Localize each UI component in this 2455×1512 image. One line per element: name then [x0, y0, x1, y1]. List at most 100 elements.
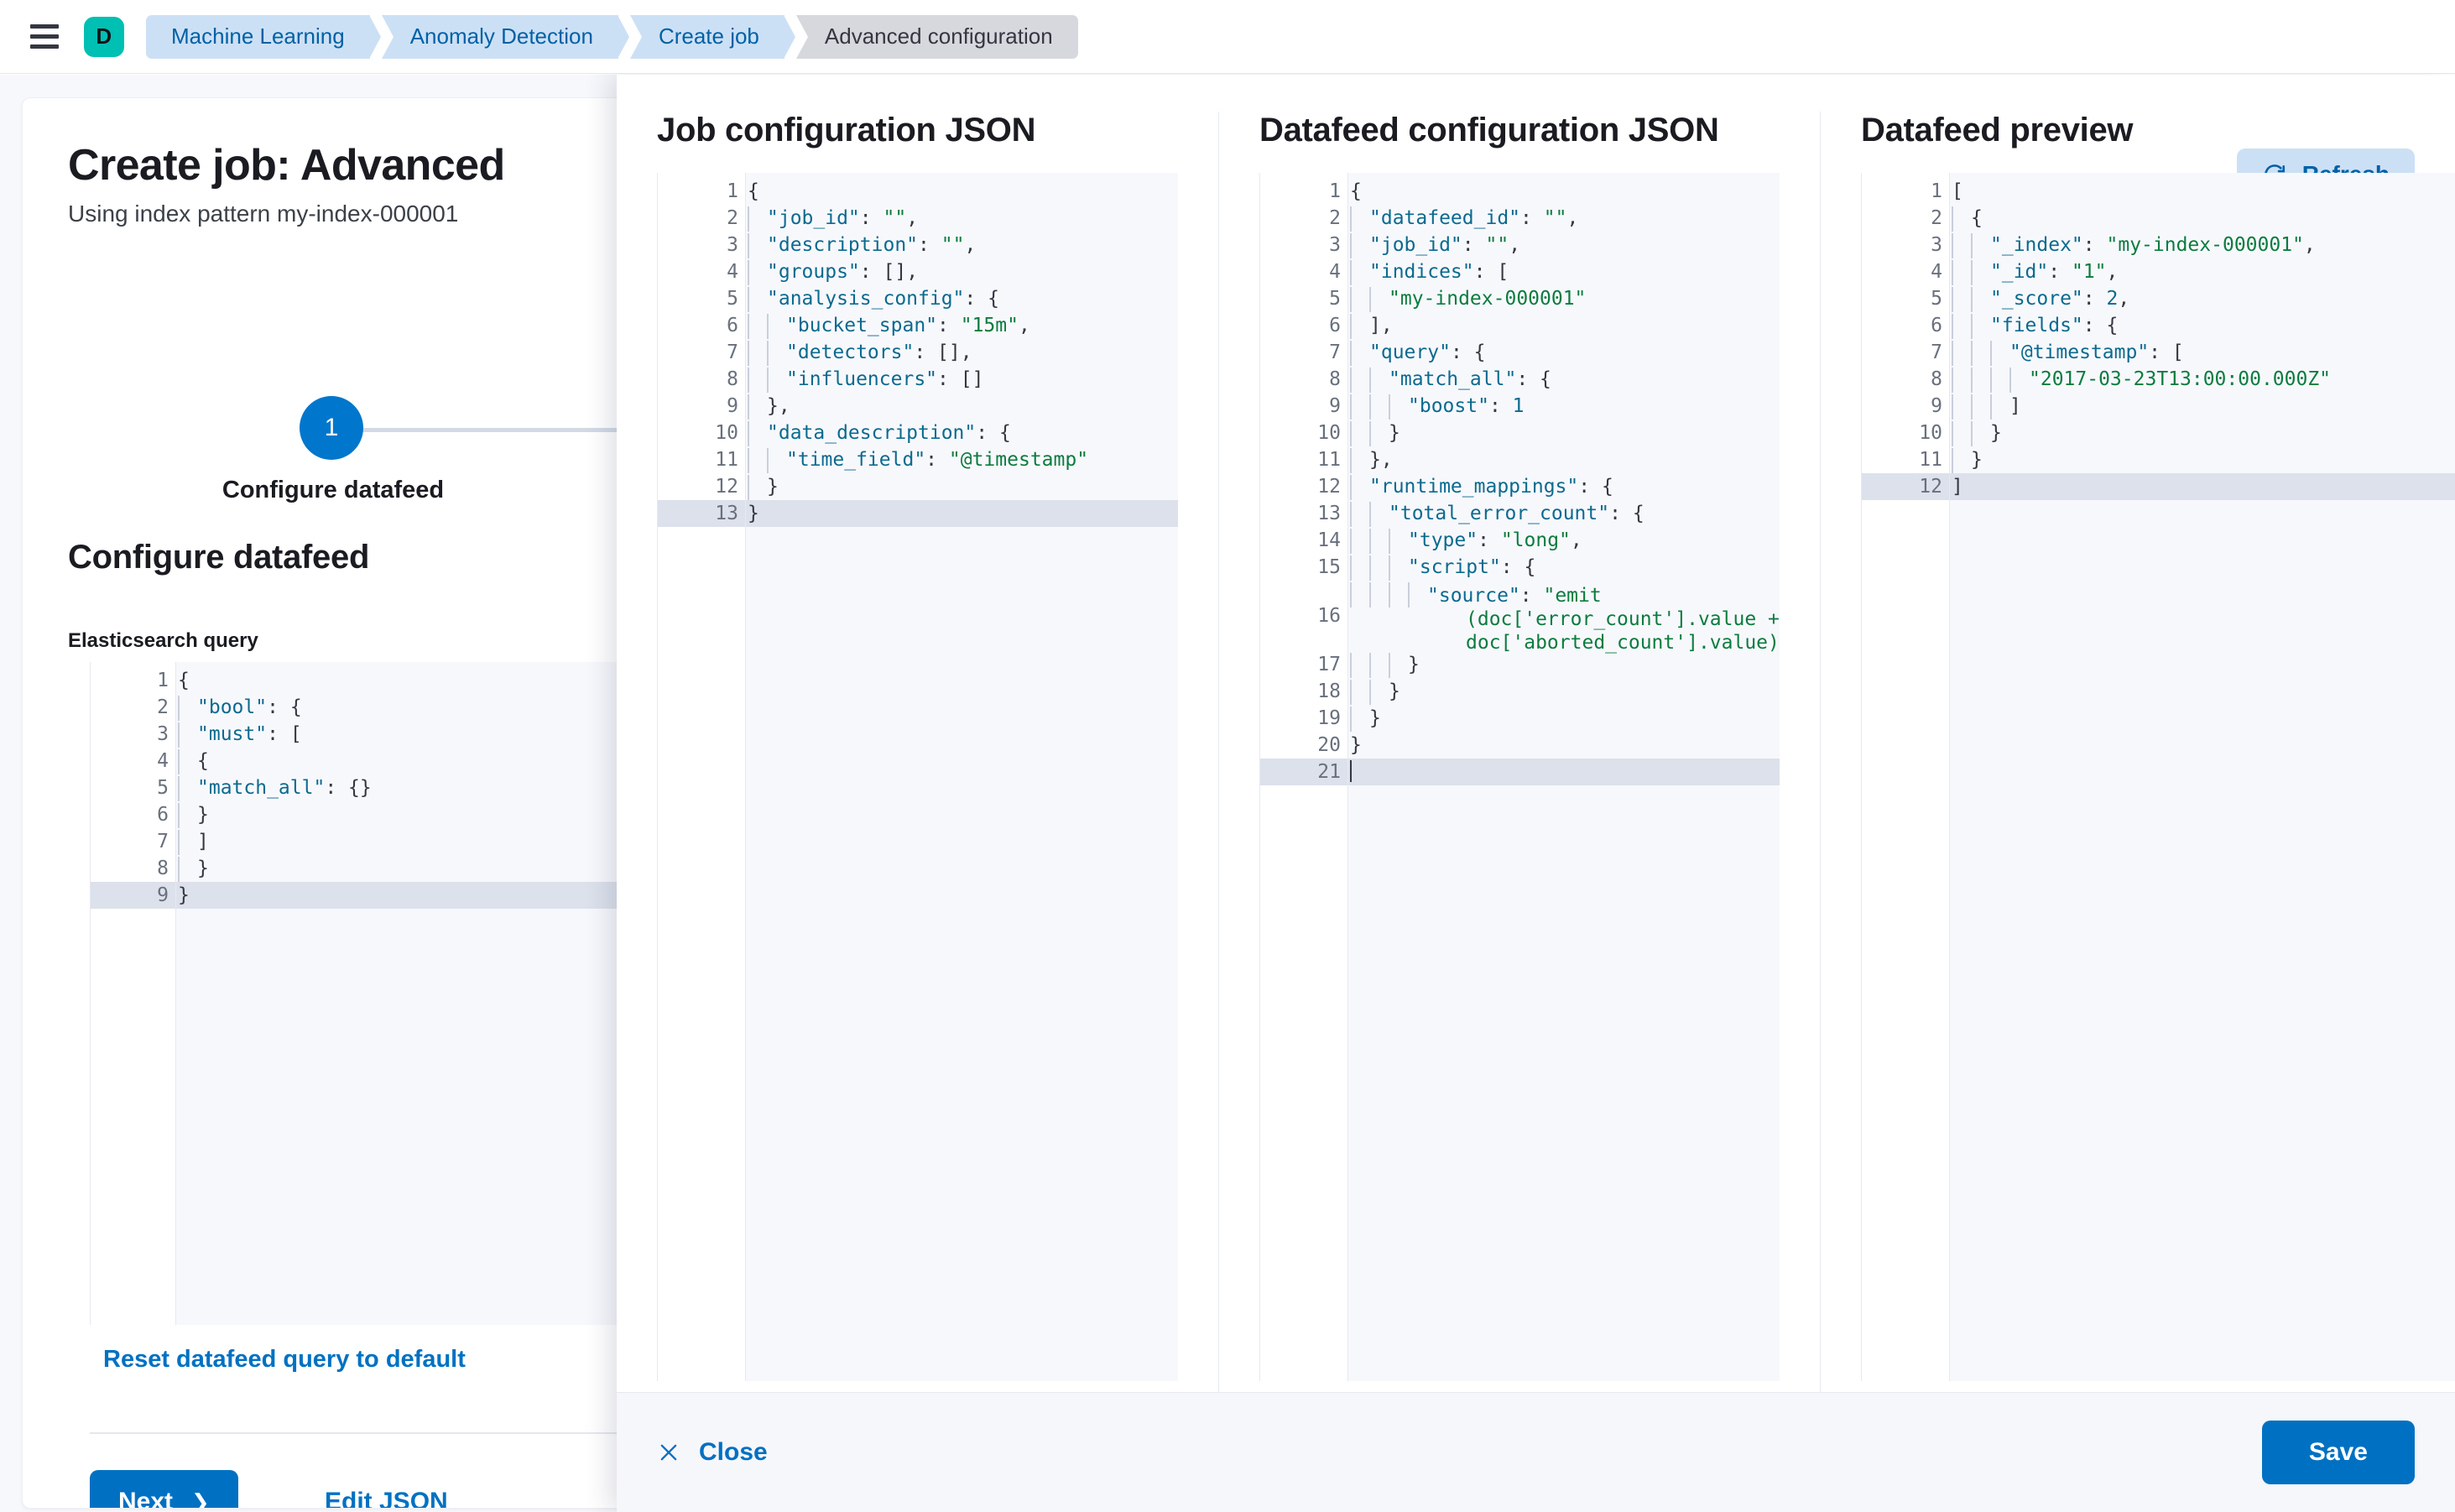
gutter-line-number[interactable]: 1: [658, 178, 760, 205]
gutter-line-number[interactable]: 3: [727, 234, 738, 256]
code-line[interactable]: "boost": 1: [1348, 393, 1780, 420]
reset-datafeed-query-link[interactable]: Reset datafeed query to default: [103, 1346, 466, 1373]
gutter-line-number[interactable]: 12: [1862, 473, 1949, 500]
gutter-line-number[interactable]: 12: [715, 476, 738, 498]
gutter-line-number[interactable]: 13: [1260, 500, 1363, 527]
save-button[interactable]: Save: [2261, 1421, 2415, 1484]
gutter-line-number[interactable]: 6: [157, 804, 169, 826]
gutter-line-number[interactable]: 7: [727, 342, 738, 363]
code-line[interactable]: ]: [1950, 393, 2455, 420]
code-line[interactable]: "job_id": "",: [746, 205, 1178, 232]
code-line[interactable]: "groups": [],: [746, 258, 1178, 285]
code-line[interactable]: }: [1350, 734, 1362, 756]
code-line[interactable]: "2017-03-23T13:00:00.000Z": [1950, 366, 2455, 393]
code-line[interactable]: }: [176, 855, 927, 882]
gutter-line-number[interactable]: 10: [1317, 422, 1341, 444]
gutter-line-number[interactable]: 14: [1317, 529, 1341, 551]
code-line[interactable]: ],: [1348, 312, 1780, 339]
code-line[interactable]: "bucket_span": "15m",: [746, 312, 1178, 339]
code-line[interactable]: },: [746, 393, 1178, 420]
gutter-line-number[interactable]: 4: [727, 261, 738, 283]
gutter-line-number[interactable]: 5: [1931, 288, 1942, 310]
gutter-line-number[interactable]: 2: [91, 694, 190, 721]
gutter-line-number[interactable]: 4: [91, 748, 190, 774]
gutter-line-number[interactable]: 6: [1862, 312, 1964, 339]
gutter-line-number[interactable]: 3: [91, 721, 190, 748]
gutter-line-number[interactable]: 9: [91, 882, 175, 909]
space-avatar[interactable]: D: [84, 16, 124, 57]
gutter-line-number[interactable]: 11: [715, 449, 738, 471]
code-line[interactable]: {: [178, 670, 190, 691]
gutter-line-number[interactable]: 17: [1317, 654, 1341, 675]
code-line[interactable]: "_index": "my-index-000001",: [1950, 232, 2455, 258]
gutter-line-number[interactable]: 18: [1317, 680, 1341, 702]
code-line[interactable]: "indices": [: [1348, 258, 1780, 285]
next-button[interactable]: Next ❯: [90, 1470, 238, 1508]
gutter-line-number[interactable]: 19: [1317, 707, 1341, 729]
code-line[interactable]: }: [1950, 446, 2455, 473]
code-line[interactable]: },: [1348, 446, 1780, 473]
gutter-line-number[interactable]: 2: [1862, 205, 1964, 232]
gutter-line-number[interactable]: 1: [91, 667, 190, 694]
editor-code-area[interactable]: [ {"_index": "my-index-000001","_id": "1"…: [1950, 173, 2455, 1381]
close-button[interactable]: Close: [657, 1438, 768, 1467]
gutter-line-number[interactable]: 10: [1919, 422, 1942, 444]
editor-code-area[interactable]: { "job_id": "","description": "","groups"…: [746, 173, 1178, 1381]
gutter-line-number[interactable]: 2: [1329, 207, 1341, 229]
gutter-line-number[interactable]: 4: [1260, 258, 1363, 285]
code-line[interactable]: "@timestamp": [: [1950, 339, 2455, 366]
code-line[interactable]: {: [1950, 205, 2455, 232]
code-line[interactable]: "type": "long",: [1348, 527, 1780, 554]
gutter-line-number[interactable]: 1: [1862, 178, 1964, 205]
code-line[interactable]: "bool": {: [176, 694, 927, 721]
gutter-line-number[interactable]: 3: [1931, 234, 1942, 256]
gutter-line-number[interactable]: 9: [1329, 395, 1341, 417]
code-line[interactable]: "runtime_mappings": {: [1348, 473, 1780, 500]
gutter-line-number[interactable]: 5: [1329, 288, 1341, 310]
gutter-line-number[interactable]: 15: [1260, 554, 1363, 581]
code-line[interactable]: "description": "",: [746, 232, 1178, 258]
code-line[interactable]: {: [1350, 180, 1362, 202]
code-line[interactable]: "my-index-000001": [1348, 285, 1780, 312]
code-line[interactable]: }: [746, 500, 1178, 527]
gutter-line-number[interactable]: 13: [658, 500, 745, 527]
code-line[interactable]: }: [1348, 705, 1780, 732]
code-line[interactable]: "analysis_config": {: [746, 285, 1178, 312]
gutter-line-number[interactable]: 8: [1260, 366, 1363, 393]
gutter-line-number[interactable]: 16: [1317, 605, 1341, 627]
code-line[interactable]: {: [748, 180, 759, 202]
code-line[interactable]: "fields": {: [1950, 312, 2455, 339]
gutter-line-number[interactable]: 9: [727, 395, 738, 417]
gutter-line-number[interactable]: 21: [1260, 759, 1347, 785]
code-line[interactable]: {: [176, 748, 927, 774]
gutter-line-number[interactable]: 7: [1260, 339, 1363, 366]
code-line[interactable]: }: [1348, 678, 1780, 705]
code-line[interactable]: "script": {: [1348, 554, 1780, 581]
code-line[interactable]: "_id": "1",: [1950, 258, 2455, 285]
code-line[interactable]: "query": {: [1348, 339, 1780, 366]
gutter-line-number[interactable]: 12: [1260, 473, 1363, 500]
edit-json-button[interactable]: Edit JSON: [325, 1470, 448, 1508]
gutter-line-number[interactable]: 3: [1329, 234, 1341, 256]
code-line[interactable]: "must": [: [176, 721, 927, 748]
gutter-line-number[interactable]: 7: [157, 831, 169, 852]
breadcrumb-item-2[interactable]: Create job: [629, 14, 795, 59]
gutter-line-number[interactable]: 11: [1919, 449, 1942, 471]
code-line[interactable]: }: [176, 801, 927, 828]
gutter-line-number[interactable]: 4: [1931, 261, 1942, 283]
code-line[interactable]: "detectors": [],: [746, 339, 1178, 366]
gutter-line-number[interactable]: 5: [157, 777, 169, 799]
editor-code-area[interactable]: {"datafeed_id": "","job_id": "","indices…: [1348, 173, 1780, 1381]
code-line[interactable]: "job_id": "",: [1348, 232, 1780, 258]
code-line[interactable]: [: [1952, 180, 1963, 202]
gutter-line-number[interactable]: 8: [157, 858, 169, 879]
gutter-line-number[interactable]: 11: [1317, 449, 1341, 471]
code-line[interactable]: "source": "emit(doc['error_count'].value…: [1348, 581, 1780, 654]
code-line[interactable]: ]: [1950, 473, 2455, 500]
gutter-line-number[interactable]: 6: [727, 315, 738, 336]
